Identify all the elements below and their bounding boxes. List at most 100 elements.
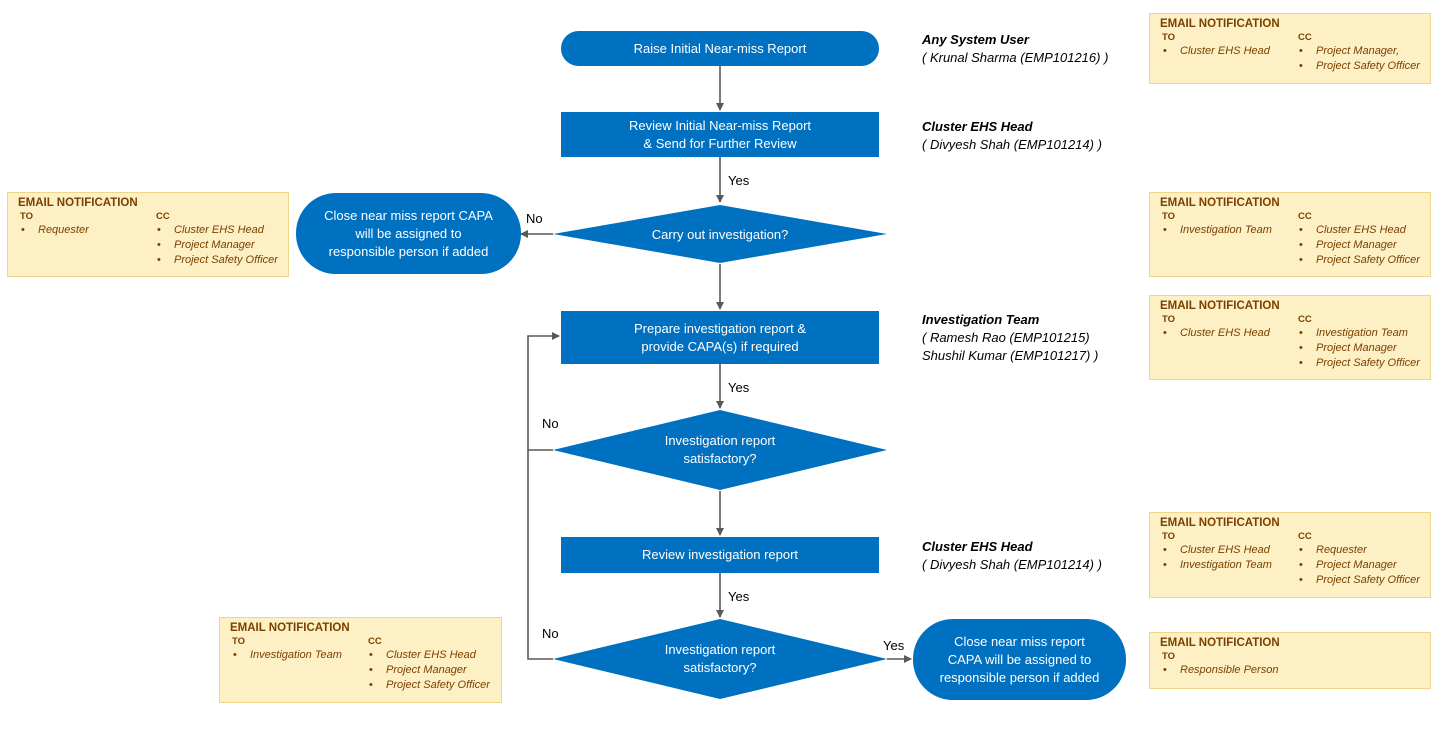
email-to-label: TO: [1162, 211, 1176, 222]
review-investigation-node: [561, 537, 879, 573]
email-cc-label: CC: [1298, 211, 1312, 222]
email-notification-box: EMAIL NOTIFICATION TO Investigation Team…: [219, 617, 502, 703]
email-cc-label: CC: [1298, 314, 1312, 325]
email-to-column: TO Cluster EHS Head: [1160, 314, 1296, 371]
email-recipient: Project Manager: [366, 663, 490, 678]
actor-person: ( Ramesh Rao (EMP101215) Shushil Kumar (…: [922, 330, 1099, 363]
email-recipient: Responsible Person: [1160, 663, 1296, 678]
email-recipient: Investigation Team: [230, 648, 366, 663]
email-recipient: Cluster EHS Head: [1160, 44, 1296, 59]
email-recipient: Project Manager: [154, 238, 278, 253]
edge-label-yes: Yes: [728, 380, 750, 395]
email-to-label: TO: [1162, 651, 1176, 662]
raise-report-label: Raise Initial Near-miss Report: [633, 40, 807, 56]
email-notification-box: EMAIL NOTIFICATION TO Requester CC Clust…: [7, 192, 289, 277]
email-recipient: Cluster EHS Head: [1160, 326, 1296, 341]
email-title: EMAIL NOTIFICATION: [1160, 18, 1280, 30]
email-to-column: TO Responsible Person: [1160, 651, 1296, 678]
email-cc-label: CC: [368, 636, 382, 647]
email-to-label: TO: [1162, 314, 1176, 325]
email-cc-column: CC Cluster EHS Head Project Manager Proj…: [154, 211, 278, 268]
email-recipient: Cluster EHS Head: [1160, 543, 1296, 558]
carry-out-investigation-decision: [553, 205, 887, 263]
close-left-node: [296, 193, 521, 274]
email-to-column: TO Investigation Team: [230, 636, 366, 693]
edge-label-yes: Yes: [883, 638, 905, 653]
email-recipient: Project Manager,: [1296, 44, 1420, 59]
email-notification-box: EMAIL NOTIFICATION TO Cluster EHS Head I…: [1149, 512, 1431, 598]
email-title: EMAIL NOTIFICATION: [1160, 197, 1280, 209]
edge-label-no: No: [526, 211, 543, 226]
actor-role: Investigation Team: [922, 312, 1040, 327]
email-cc-column: CC Cluster EHS Head Project Manager Proj…: [1296, 211, 1420, 268]
email-cc-label: CC: [1298, 32, 1312, 43]
email-title: EMAIL NOTIFICATION: [18, 197, 138, 209]
email-recipient: Project Safety Officer: [1296, 573, 1420, 588]
email-to-label: TO: [1162, 32, 1176, 43]
actor-investigation-team: Investigation Team ( Ramesh Rao (EMP1012…: [922, 311, 1098, 365]
email-to-column: TO Cluster EHS Head: [1160, 32, 1296, 74]
close-right-label: Close near miss report CAPA will be assi…: [939, 633, 1100, 685]
edge-label-no: No: [542, 416, 559, 431]
email-title: EMAIL NOTIFICATION: [230, 622, 350, 634]
actor-cluster-ehs-head: Cluster EHS Head ( Divyesh Shah (EMP1012…: [922, 118, 1102, 154]
email-title: EMAIL NOTIFICATION: [1160, 300, 1280, 312]
email-to-label: TO: [232, 636, 246, 647]
email-title: EMAIL NOTIFICATION: [1160, 637, 1280, 649]
email-recipient: Requester: [1296, 543, 1420, 558]
email-notification-box: EMAIL NOTIFICATION TO Cluster EHS Head C…: [1149, 13, 1431, 84]
actor-role: Cluster EHS Head: [922, 539, 1033, 554]
email-notification-box: EMAIL NOTIFICATION TO Cluster EHS Head C…: [1149, 295, 1431, 380]
satisfactory-2-label: Investigation report satisfactory?: [664, 642, 776, 675]
email-recipient: Cluster EHS Head: [154, 223, 278, 238]
email-recipient: Investigation Team: [1160, 223, 1296, 238]
actor-person: ( Krunal Sharma (EMP101216) ): [922, 50, 1109, 65]
email-to-label: TO: [1162, 531, 1176, 542]
email-cc-label: CC: [156, 211, 170, 222]
satisfactory-decision-1: [553, 410, 887, 490]
actor-person: ( Divyesh Shah (EMP101214) ): [922, 557, 1102, 572]
actor-person: ( Divyesh Shah (EMP101214) ): [922, 137, 1102, 152]
review-initial-node: [561, 112, 879, 157]
actor-any-system-user: Any System User ( Krunal Sharma (EMP1012…: [922, 31, 1108, 67]
email-cc-column: CC Cluster EHS Head Project Manager Proj…: [366, 636, 490, 693]
email-recipient: Investigation Team: [1160, 558, 1296, 573]
email-cc-column: CC Requester Project Manager Project Saf…: [1296, 531, 1420, 588]
email-to-column: TO Investigation Team: [1160, 211, 1296, 268]
email-notification-box: EMAIL NOTIFICATION TO Investigation Team…: [1149, 192, 1431, 277]
close-right-node: [913, 619, 1126, 700]
email-recipient: Project Manager: [1296, 558, 1420, 573]
raise-report-node: [561, 31, 879, 66]
email-recipient: Cluster EHS Head: [366, 648, 490, 663]
email-title: EMAIL NOTIFICATION: [1160, 517, 1280, 529]
email-cc-column: CC Project Manager, Project Safety Offic…: [1296, 32, 1420, 74]
email-recipient: Project Safety Officer: [366, 678, 490, 693]
actor-role: Cluster EHS Head: [922, 119, 1033, 134]
email-to-column: TO Requester: [18, 211, 154, 268]
email-to-label: TO: [20, 211, 34, 222]
email-cc-label: CC: [1298, 531, 1312, 542]
email-notification-box: EMAIL NOTIFICATION TO Responsible Person: [1149, 632, 1431, 689]
email-recipient: Cluster EHS Head: [1296, 223, 1420, 238]
edge-label-yes: Yes: [728, 173, 750, 188]
email-recipient: Project Safety Officer: [154, 253, 278, 268]
email-recipient: Project Manager: [1296, 238, 1420, 253]
review-initial-label: Review Initial Near-miss Report & Send f…: [628, 117, 812, 151]
prepare-report-node: [561, 311, 879, 364]
email-recipient: Project Safety Officer: [1296, 59, 1420, 74]
satisfactory-decision-2: [553, 619, 887, 699]
email-recipient: Project Manager: [1296, 341, 1420, 356]
actor-cluster-ehs-head: Cluster EHS Head ( Divyesh Shah (EMP1012…: [922, 538, 1102, 574]
email-recipient: Project Safety Officer: [1296, 356, 1420, 371]
carry-out-investigation-label: Carry out investigation?: [651, 227, 789, 242]
satisfactory-1-label: Investigation report satisfactory?: [664, 433, 776, 466]
email-to-column: TO Cluster EHS Head Investigation Team: [1160, 531, 1296, 588]
email-cc-column: CC Investigation Team Project Manager Pr…: [1296, 314, 1420, 371]
email-recipient: Project Safety Officer: [1296, 253, 1420, 268]
edge-label-yes: Yes: [728, 589, 750, 604]
connector-decision3-no-loop: [527, 450, 553, 660]
actor-role: Any System User: [922, 32, 1029, 47]
edge-label-no: No: [542, 626, 559, 641]
close-left-label: Close near miss report CAPA will be assi…: [324, 207, 493, 259]
